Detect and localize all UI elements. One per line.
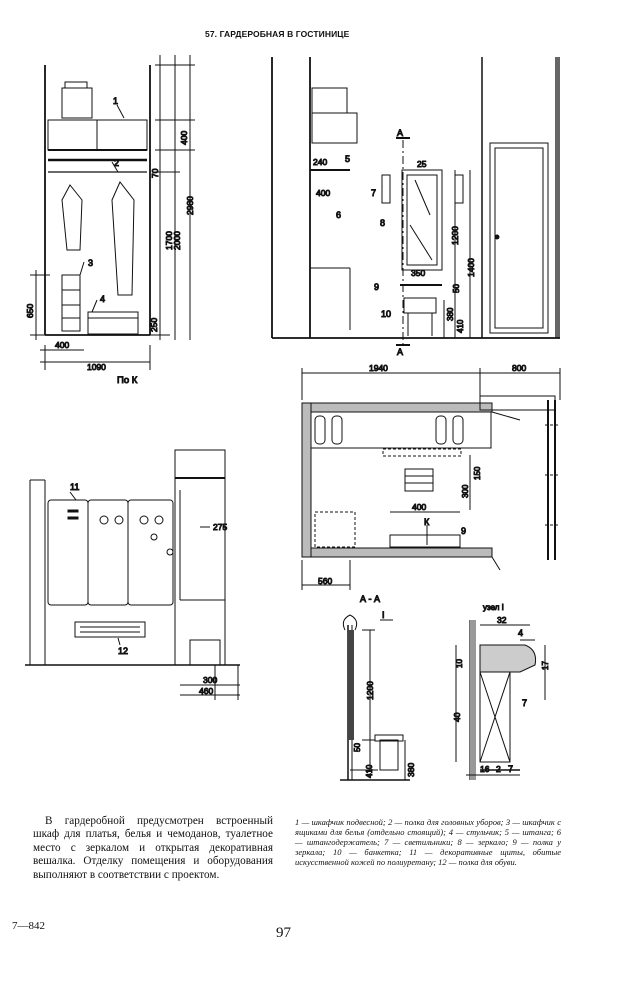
plan-caption: По К [117, 375, 138, 386]
callout-9: 9 [374, 282, 379, 292]
dim-25: 25 [417, 159, 427, 169]
callout-2: 2 [114, 158, 119, 168]
dim-70: 70 [150, 168, 160, 178]
dim-240: 240 [313, 157, 327, 167]
dim-1940: 1940 [369, 363, 388, 373]
body-text: В гардеробной предусмотрен встроенный шк… [33, 815, 273, 881]
dim-400-mirror: 400 [316, 188, 330, 198]
dim-16: 16 [480, 764, 490, 774]
catalog-code: 7—842 [12, 920, 45, 932]
callout-12: 12 [118, 646, 128, 656]
dim-300-wall: 300 [203, 675, 217, 685]
section-label: А - А [360, 594, 380, 604]
dim-1200: 1200 [450, 226, 460, 245]
mirror-wall-elevation [271, 57, 560, 346]
dim-50-section: 50 [353, 743, 362, 752]
dim-300-plan: 300 [461, 484, 470, 498]
dim-17: 17 [541, 661, 550, 670]
label-a-bottom: А [397, 347, 403, 357]
dim-380-section: 380 [406, 763, 416, 777]
label-k: К [424, 517, 430, 527]
panel-wall-elevation [25, 449, 240, 700]
dim-800: 800 [512, 363, 526, 373]
callout-1: 1 [113, 96, 118, 106]
dim-400-plan: 400 [412, 502, 426, 512]
detail-node-i [455, 620, 546, 780]
dim-50: 50 [452, 284, 461, 293]
detail-label: узел I [483, 603, 504, 612]
dim-410-section: 410 [365, 764, 374, 778]
dim-350: 350 [411, 268, 425, 278]
label-a-top: А [397, 128, 403, 138]
dim-2000: 2000 [172, 231, 182, 250]
dim-460: 460 [199, 686, 213, 696]
dim-400-bottom: 400 [55, 340, 69, 350]
callout-11: 11 [70, 482, 79, 492]
wardrobe-elevation [30, 55, 195, 370]
dim-32: 32 [497, 615, 507, 625]
dim-650: 650 [25, 304, 35, 318]
dim-1200-section: 1200 [365, 681, 375, 700]
callout-7: 7 [371, 188, 376, 198]
callout-7-detail: 7 [522, 698, 527, 708]
callout-8: 8 [380, 218, 385, 228]
dim-2: 2 [496, 764, 501, 774]
dim-560: 560 [318, 576, 332, 586]
dim-10: 10 [455, 659, 464, 668]
dim-380: 380 [446, 307, 455, 321]
dim-400-top: 400 [179, 131, 189, 145]
page-title: 57. ГАРДЕРОБНАЯ В ГОСТИНИЦЕ [205, 29, 350, 39]
page-number: 97 [276, 925, 291, 941]
dim-1090: 1090 [87, 362, 106, 372]
callout-4-detail: 4 [518, 628, 523, 638]
section-aa [340, 614, 410, 781]
dim-2980: 2980 [185, 196, 195, 215]
dim-1400: 1400 [466, 258, 476, 277]
dim-1700: 1700 [164, 231, 174, 250]
dim-150: 150 [473, 466, 482, 480]
dim-410: 410 [456, 319, 465, 333]
callout-4: 4 [100, 294, 105, 304]
callout-6: 6 [336, 210, 341, 220]
label-roman-i: I [382, 610, 385, 620]
dim-275: 275 [213, 522, 227, 532]
legend-text: 1 — шкафчик подвесной; 2 — полка для гол… [295, 817, 561, 868]
callout-3: 3 [88, 258, 93, 268]
dim-250: 250 [149, 318, 159, 332]
callout-5: 5 [345, 154, 350, 164]
plan-view [301, 368, 561, 590]
dim-40: 40 [452, 712, 462, 722]
callout-9-plan: 9 [461, 526, 466, 536]
callout-7-detail-bottom: 7 [508, 764, 513, 774]
callout-10: 10 [381, 309, 391, 319]
